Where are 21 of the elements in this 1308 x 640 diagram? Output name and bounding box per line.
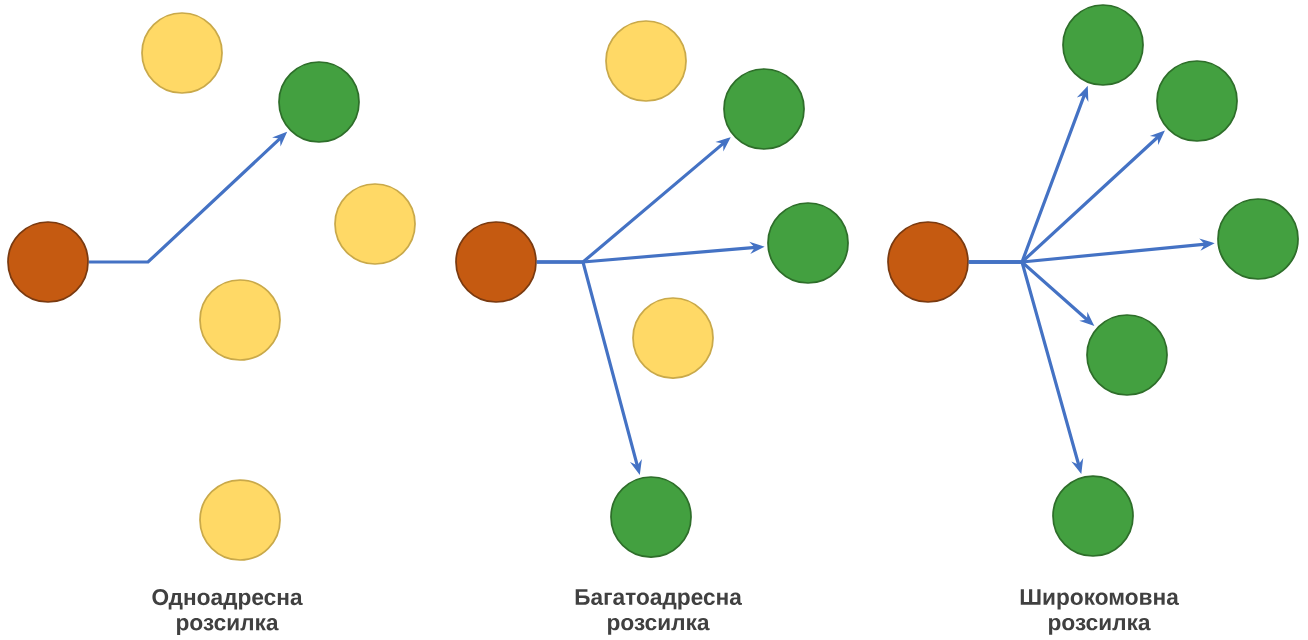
circle [455,221,537,303]
caption: Широкомовна розсилка [1020,589,1179,635]
circle [278,61,360,143]
circle [1086,314,1168,396]
circle [1156,60,1238,142]
circle [1062,4,1144,86]
circle [334,183,416,265]
circle [632,297,714,379]
circle [199,279,281,361]
circle [767,202,849,284]
caption: Одноадресна розсилка [152,589,303,635]
circle [7,221,89,303]
circle [199,479,281,561]
caption: Багатоадресна розсилка [575,589,742,635]
circle [1052,475,1134,557]
circle [605,20,687,102]
circle [610,476,692,558]
circle [1217,198,1299,280]
circle [723,68,805,150]
circle [887,221,969,303]
circle [141,12,223,94]
